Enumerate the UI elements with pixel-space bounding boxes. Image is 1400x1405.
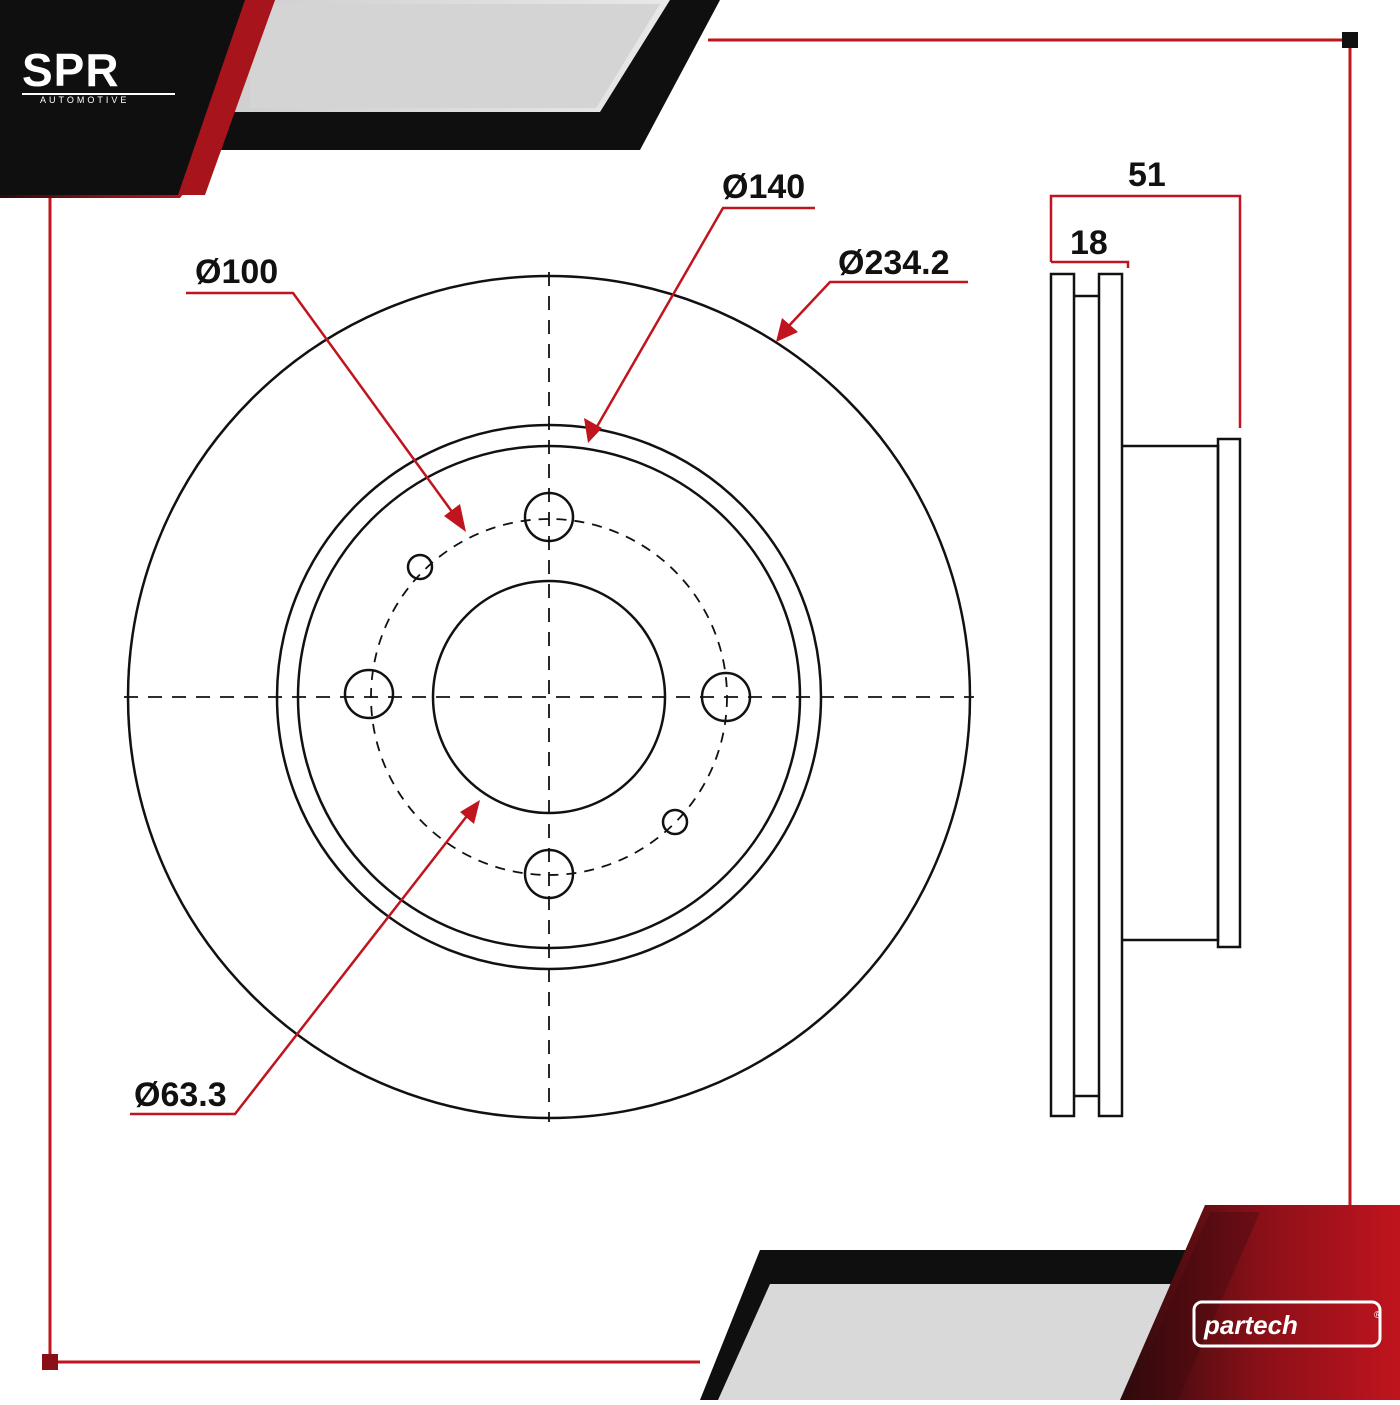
spr-logo: SPR AUTOMOTIVE	[22, 44, 175, 105]
hat-section	[1122, 444, 1220, 942]
hat-outer-circle	[275, 423, 823, 971]
header-banner	[0, 0, 720, 198]
partech-logo-text: partech	[1203, 1310, 1298, 1340]
arrowhead-hat-diameter	[584, 418, 602, 443]
disc-side-view	[1049, 272, 1242, 1118]
red-frame	[48, 38, 1352, 1364]
dimension-leaders	[130, 194, 1242, 1116]
leader-outer-diameter	[784, 280, 968, 331]
leader-total-height	[1049, 194, 1242, 428]
arrowhead-center-bore	[460, 800, 480, 824]
frame-corner-bottom-left	[42, 1354, 58, 1370]
label-bolt-circle: Ø100	[195, 253, 278, 291]
inner-friction-plate	[1097, 272, 1124, 1118]
label-total-height: 51	[1128, 156, 1166, 194]
hat-flange	[1216, 437, 1242, 949]
frame-corner-top-right	[1342, 32, 1358, 48]
dimension-labels: Ø100 Ø140 Ø234.2 Ø63.3 51 18	[134, 156, 1166, 1114]
locator-hole-upper-left	[406, 553, 434, 581]
leader-thickness	[1051, 260, 1130, 268]
spr-logo-tagline: AUTOMOTIVE	[40, 95, 129, 105]
label-hat-diameter: Ø140	[722, 168, 805, 206]
label-outer-diameter: Ø234.2	[838, 244, 950, 282]
label-center-bore: Ø63.3	[134, 1076, 227, 1114]
arrowhead-bolt-circle	[444, 504, 466, 532]
partech-registered-mark: ®	[1374, 1310, 1382, 1321]
leader-center-bore	[130, 811, 471, 1116]
spr-logo-text: SPR	[22, 44, 120, 96]
arrowhead-outer-diameter	[776, 318, 798, 342]
outer-friction-plate	[1049, 272, 1076, 1118]
dimension-arrowheads	[444, 318, 798, 824]
bolt-hole-left	[343, 668, 395, 720]
label-thickness: 18	[1070, 224, 1108, 262]
locator-hole-lower-right	[661, 808, 689, 836]
leader-bolt-circle	[186, 291, 460, 521]
partech-logo: partech ®	[1192, 1300, 1382, 1348]
leader-hat-diameter	[593, 206, 815, 431]
disc-front-view	[124, 272, 974, 1122]
